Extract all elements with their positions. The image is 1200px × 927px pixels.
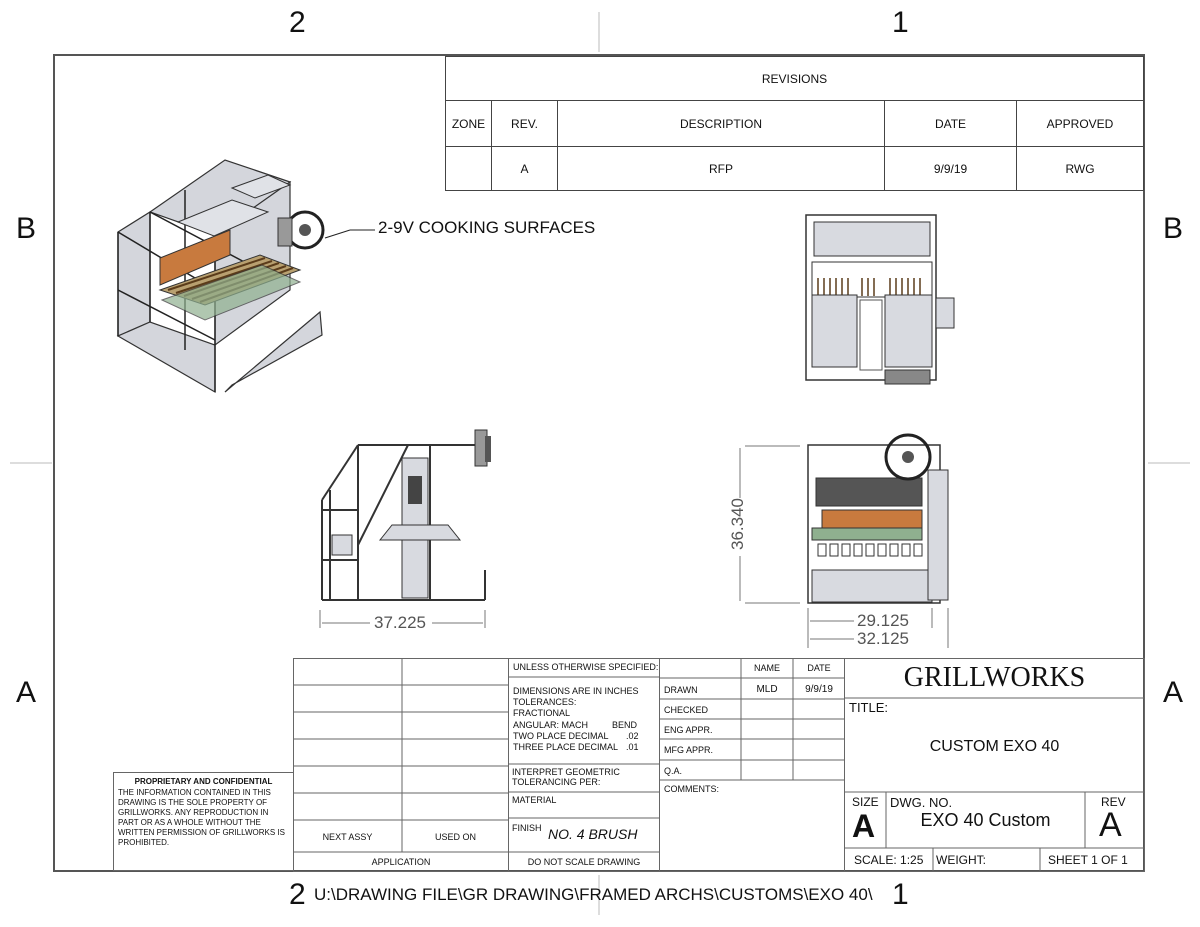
dimension-front-width-inner: 29.125 xyxy=(857,611,909,630)
bend-label: BEND xyxy=(612,720,638,730)
name-header: NAME xyxy=(753,663,780,673)
zone-label-1-bottom: 1 xyxy=(892,878,909,911)
comments-label: COMMENTS: xyxy=(664,784,719,794)
finish-label: FINISH xyxy=(512,823,542,833)
dims-inches-label: DIMENSIONS ARE IN INCHES xyxy=(513,686,639,696)
tolerances-label: TOLERANCES: xyxy=(513,697,577,707)
do-not-scale-label: DO NOT SCALE DRAWING xyxy=(527,857,641,867)
drawn-name: MLD xyxy=(756,684,778,695)
mfg-appr-label: MFG APPR. xyxy=(664,745,714,755)
sheet-label: SHEET 1 OF 1 xyxy=(1048,853,1128,867)
zone-label-2-bottom: 2 xyxy=(289,878,306,911)
drawing-title: CUSTOM EXO 40 xyxy=(929,738,1060,755)
size-label: SIZE xyxy=(852,795,879,809)
eng-appr-label: ENG APPR. xyxy=(664,725,713,735)
interpret-label: INTERPRET GEOMETRIC TOLERANCING PER: xyxy=(512,767,620,787)
revision-row: A RFP 9/9/19 RWG xyxy=(445,146,1144,191)
finish-value: NO. 4 BRUSH xyxy=(548,826,638,842)
unless-specified-label: UNLESS OTHERWISE SPECIFIED: xyxy=(513,662,659,672)
rev-cell-description: RFP xyxy=(557,146,885,191)
company-name: GRILLWORKS xyxy=(903,662,1086,693)
two-place-value: .02 xyxy=(626,731,639,741)
checked-label: CHECKED xyxy=(664,705,709,715)
three-place-value: .01 xyxy=(626,742,639,752)
application-label: APPLICATION xyxy=(371,857,431,867)
proprietary-block: PROPRIETARY AND CONFIDENTIAL THE INFORMA… xyxy=(113,772,294,871)
file-path: U:\DRAWING FILE\GR DRAWING\FRAMED ARCHS\… xyxy=(314,885,873,904)
dimension-side-depth: 37.225 xyxy=(374,613,426,632)
zone-label-b-right: B xyxy=(1163,212,1184,245)
proprietary-body: THE INFORMATION CONTAINED IN THIS DRAWIN… xyxy=(118,788,285,847)
cooking-surfaces-callout: 2-9V COOKING SURFACES xyxy=(378,218,596,237)
used-on-label: USED ON xyxy=(434,832,476,842)
two-place-label: TWO PLACE DECIMAL xyxy=(513,731,609,741)
zone-label-a-right: A xyxy=(1163,676,1184,709)
fractional-label: FRACTIONAL xyxy=(513,708,571,718)
material-label: MATERIAL xyxy=(512,795,557,805)
proprietary-heading: PROPRIETARY AND CONFIDENTIAL xyxy=(134,777,273,786)
qa-label: Q.A. xyxy=(664,766,683,776)
drawn-date: 9/9/19 xyxy=(805,684,833,695)
rev-cell-zone xyxy=(445,146,492,191)
rev-header-zone: ZONE xyxy=(445,100,492,147)
title-block xyxy=(844,658,1145,872)
rev-header-description: DESCRIPTION xyxy=(557,100,885,147)
scale-label: SCALE: 1:25 xyxy=(854,853,924,867)
rev-header-date: DATE xyxy=(884,100,1017,147)
zone-label-a-left: A xyxy=(16,676,37,709)
rev-header-rev: REV. xyxy=(491,100,558,147)
zone-label-2-top: 2 xyxy=(289,6,306,39)
angular-label: ANGULAR: MACH xyxy=(513,720,589,730)
weight-label: WEIGHT: xyxy=(936,853,986,867)
revisions-title: REVISIONS xyxy=(445,56,1144,101)
zone-label-1-top: 1 xyxy=(892,6,909,39)
rev-label: REV xyxy=(1101,795,1126,809)
revisions-table: REVISIONS ZONE REV. DESCRIPTION DATE APP… xyxy=(445,56,1144,191)
size-value: A xyxy=(852,808,876,844)
dwg-no-label: DWG. NO. xyxy=(890,795,953,810)
date-header: DATE xyxy=(807,663,831,673)
next-assy-label: NEXT ASSY xyxy=(322,832,373,842)
dimension-front-width-outer: 32.125 xyxy=(857,629,909,648)
rev-cell-approved: RWG xyxy=(1016,146,1144,191)
drawn-label: DRAWN xyxy=(664,685,698,695)
rev-value: A xyxy=(1099,806,1122,844)
zone-label-b-left: B xyxy=(16,212,37,245)
three-place-label: THREE PLACE DECIMAL xyxy=(513,742,619,752)
dwg-no-value: EXO 40 Custom xyxy=(920,810,1051,830)
title-label: TITLE: xyxy=(849,700,889,715)
